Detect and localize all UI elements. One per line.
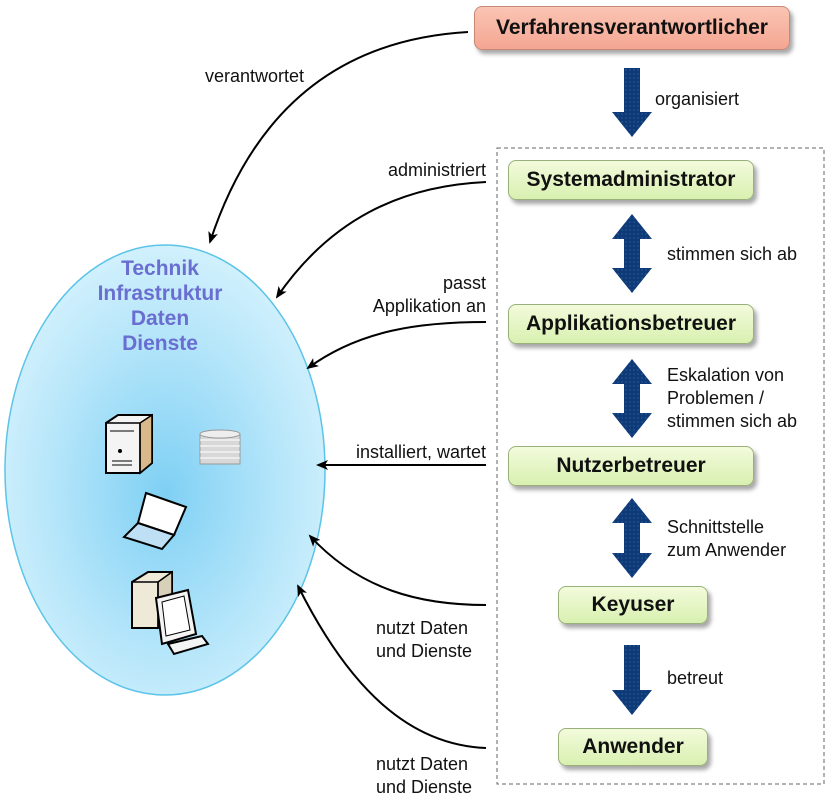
arrow-nutzer-key — [612, 498, 652, 578]
ellipse-line-dienste: Dienste — [122, 332, 198, 355]
team-container — [496, 147, 825, 785]
infrastructure-ellipse — [4, 244, 326, 696]
role-anwender: Anwender — [558, 728, 708, 766]
label-nutzt1-line1: nutzt Daten — [376, 618, 469, 638]
ellipse-title: Technik Infrastruktur Daten Dienste — [75, 256, 245, 356]
label-nutzt-daten-1: nutzt Daten und Dienste — [376, 617, 472, 663]
arrow-passt — [306, 321, 487, 370]
arrow-verantwortet — [208, 31, 469, 244]
label-verantwortet: verantwortet — [205, 66, 305, 86]
label-nutzt2-line2: und Dienste — [376, 777, 473, 797]
role-nutzerbetreuer: Nutzerbetreuer — [508, 446, 754, 486]
label-eskalation-line2: Problemen / — [667, 388, 765, 408]
laptop-icon — [122, 491, 188, 551]
label-eskalation-line3: stimmen sich ab — [667, 411, 798, 431]
arrow-app-nutzer — [612, 359, 652, 438]
ellipse-line-daten: Daten — [130, 307, 190, 330]
role-applikationsbetreuer: Applikationsbetreuer — [508, 304, 754, 344]
arrow-sys-app — [612, 214, 652, 293]
arrow-nutzt1 — [308, 534, 487, 606]
label-organisiert: organisiert — [655, 89, 740, 109]
role-systemadministrator: Systemadministrator — [508, 160, 754, 200]
arrow-administriert — [275, 181, 487, 299]
server-tower-icon — [105, 413, 153, 475]
label-stimmen-sich-ab: stimmen sich ab — [667, 244, 798, 264]
label-nutzt-daten-2: nutzt Daten und Dienste — [376, 753, 472, 799]
label-schnittstelle: Schnittstelle zum Anwender — [667, 516, 786, 562]
arrow-key-anwender — [612, 645, 652, 715]
arrow-nutzt2 — [297, 584, 487, 749]
label-administriert: administriert — [387, 160, 486, 180]
label-schnittstelle-line1: Schnittstelle — [667, 517, 765, 537]
label-passt-line1: passt — [442, 273, 486, 293]
arrow-organisiert — [612, 68, 652, 137]
label-nutzt1-line2: und Dienste — [376, 641, 473, 661]
ellipse-line-infrastruktur: Infrastruktur — [97, 282, 223, 305]
label-schnittstelle-line2: zum Anwender — [667, 540, 787, 560]
label-installiert-wartet: installiert, wartet — [355, 442, 486, 462]
role-verfahrensverantwortlicher: Verfahrensverantwortlicher — [474, 6, 790, 50]
ellipse-line-technik: Technik — [121, 257, 199, 280]
label-eskalation: Eskalation von Problemen / stimmen sich … — [667, 364, 797, 433]
label-eskalation-line1: Eskalation von — [667, 365, 785, 385]
label-nutzt2-line1: nutzt Daten — [376, 754, 469, 774]
database-disks-icon — [199, 429, 241, 465]
role-keyuser: Keyuser — [558, 586, 708, 624]
desktop-computer-icon — [131, 570, 210, 656]
label-passt-applikation: passt Applikation an — [373, 272, 486, 318]
label-passt-line2: Applikation an — [372, 296, 486, 316]
label-betreut: betreut — [667, 668, 724, 688]
